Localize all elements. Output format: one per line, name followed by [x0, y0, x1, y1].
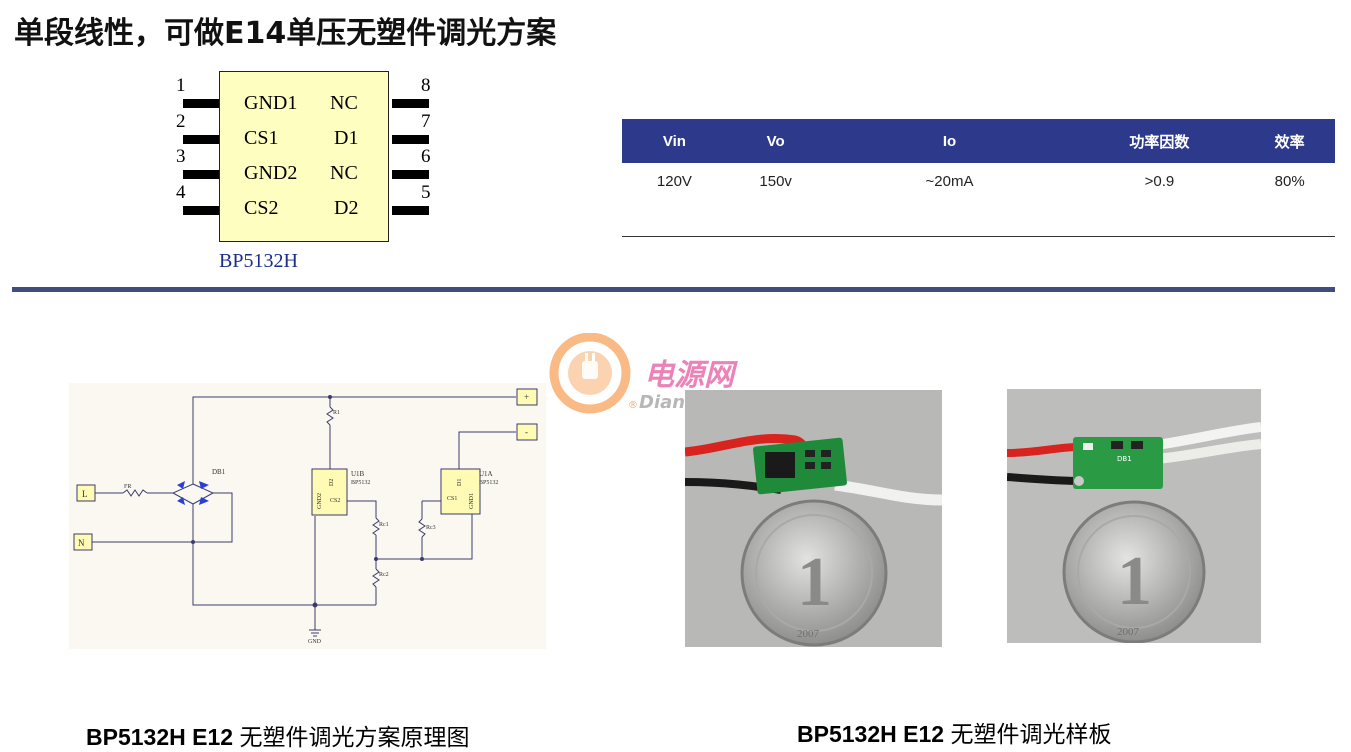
logo-cn-text: 电源网 [644, 358, 738, 393]
pin-4-lead [183, 206, 220, 215]
caption-text: 无塑件调光样板 [950, 721, 1112, 747]
pin-1-lead [183, 99, 220, 108]
table-header-row: Vin Vo Io 功率因数 效率 [622, 119, 1335, 163]
svg-text:CS2: CS2 [330, 498, 340, 504]
pin-3-lead [183, 170, 220, 179]
table-header-cell: 效率 [1244, 119, 1335, 163]
pin-number: 5 [421, 182, 431, 203]
caption-text: 无塑件调光方案原理图 [239, 724, 470, 750]
coin-year: 2007 [797, 628, 820, 640]
coin-value: 1 [1117, 543, 1152, 620]
table-header-cell: Vin [622, 119, 727, 163]
pin-label: CS1 [244, 127, 279, 149]
coin-year: 2007 [1117, 626, 1140, 638]
pin-8-lead [392, 99, 429, 108]
svg-text:U1B: U1B [351, 470, 365, 478]
svg-text:Rc3: Rc3 [426, 525, 436, 531]
sample-photo-bottom-view: DB1 1 2007 [1007, 389, 1261, 643]
table-row: 120V 150v ~20mA >0.9 80% [622, 163, 1335, 237]
table-cell: >0.9 [1144, 173, 1175, 190]
svg-text:D1: D1 [457, 479, 463, 486]
pin-number: 8 [421, 75, 431, 96]
pin-6-lead [392, 170, 429, 179]
pin-label: D1 [334, 127, 359, 149]
pin-7-lead [392, 135, 429, 144]
sample-photo-top-view: 1 2007 [685, 390, 942, 647]
ic-package [219, 71, 389, 242]
terminal-n-label: N [78, 538, 85, 548]
svg-text:D2: D2 [329, 479, 335, 486]
svg-text:®: ® [628, 400, 638, 411]
svg-text:Rc1: Rc1 [379, 522, 389, 528]
board-label: DB1 [1117, 455, 1132, 463]
pin-number: 7 [421, 111, 431, 132]
table-header-cell: 功率因数 [1074, 119, 1245, 163]
pin-number: 3 [176, 146, 186, 167]
spec-table: Vin Vo Io 功率因数 效率 120V 150v ~20mA >0.9 8… [622, 119, 1335, 237]
circuit-schematic: L N + - FR DB1 R1 U1B BP5132 GND2 D2 CS2… [69, 383, 546, 649]
page-title: 单段线性，可做E14单压无塑件调光方案 [14, 16, 557, 51]
terminal-minus-label: - [525, 427, 528, 437]
pin-number: 6 [421, 146, 431, 167]
pin-label: NC [330, 92, 358, 114]
table-header-cell: Io [824, 119, 1075, 163]
table-cell: ~20mA [925, 173, 974, 190]
caption-bold: BP5132H E12 [797, 721, 951, 747]
u1a-chip [440, 468, 481, 515]
svg-text:BP5132: BP5132 [351, 480, 370, 486]
terminal-plus-label: + [524, 392, 529, 402]
coin-value: 1 [797, 544, 832, 621]
sample-caption: BP5132H E12 无塑件调光样板 [797, 715, 1111, 749]
svg-text:R1: R1 [333, 410, 340, 416]
svg-text:BP5132: BP5132 [479, 480, 498, 486]
pin-label: NC [330, 162, 358, 184]
u1b-chip [311, 468, 348, 516]
schematic-caption: BP5132H E12 无塑件调光方案原理图 [86, 718, 469, 752]
svg-text:U1A: U1A [479, 470, 493, 478]
svg-text:DB1: DB1 [212, 468, 226, 476]
table-header-cell: Vo [726, 119, 825, 163]
svg-text:GND2: GND2 [317, 493, 323, 509]
bridge-rectifier-db1 [171, 481, 215, 505]
pin-2-lead [183, 135, 220, 144]
caption-bold: BP5132H E12 [86, 724, 240, 750]
table-cell: 80% [1274, 173, 1305, 190]
svg-text:CS1: CS1 [447, 496, 457, 502]
table-cell: 150v [759, 173, 792, 190]
section-divider [12, 287, 1335, 292]
svg-text:GND1: GND1 [469, 493, 475, 509]
pin-label: D2 [334, 197, 359, 219]
svg-text:Rc2: Rc2 [379, 572, 389, 578]
terminal-l-label: L [82, 489, 88, 499]
pin-number: 2 [176, 111, 186, 132]
svg-text:FR: FR [124, 484, 131, 490]
pin-number: 1 [176, 75, 186, 96]
pin-label: CS2 [244, 197, 279, 219]
pin-5-lead [392, 206, 429, 215]
pin-number: 4 [176, 182, 186, 203]
table-cell: 120V [656, 173, 692, 190]
pin-label: GND2 [244, 162, 298, 184]
pin-label: GND1 [244, 92, 298, 114]
schematic-drawing: L N + - FR DB1 R1 U1B BP5132 GND2 D2 CS2… [73, 388, 538, 645]
svg-text:GND: GND [308, 639, 322, 645]
ic-part-number: BP5132H [219, 250, 298, 272]
